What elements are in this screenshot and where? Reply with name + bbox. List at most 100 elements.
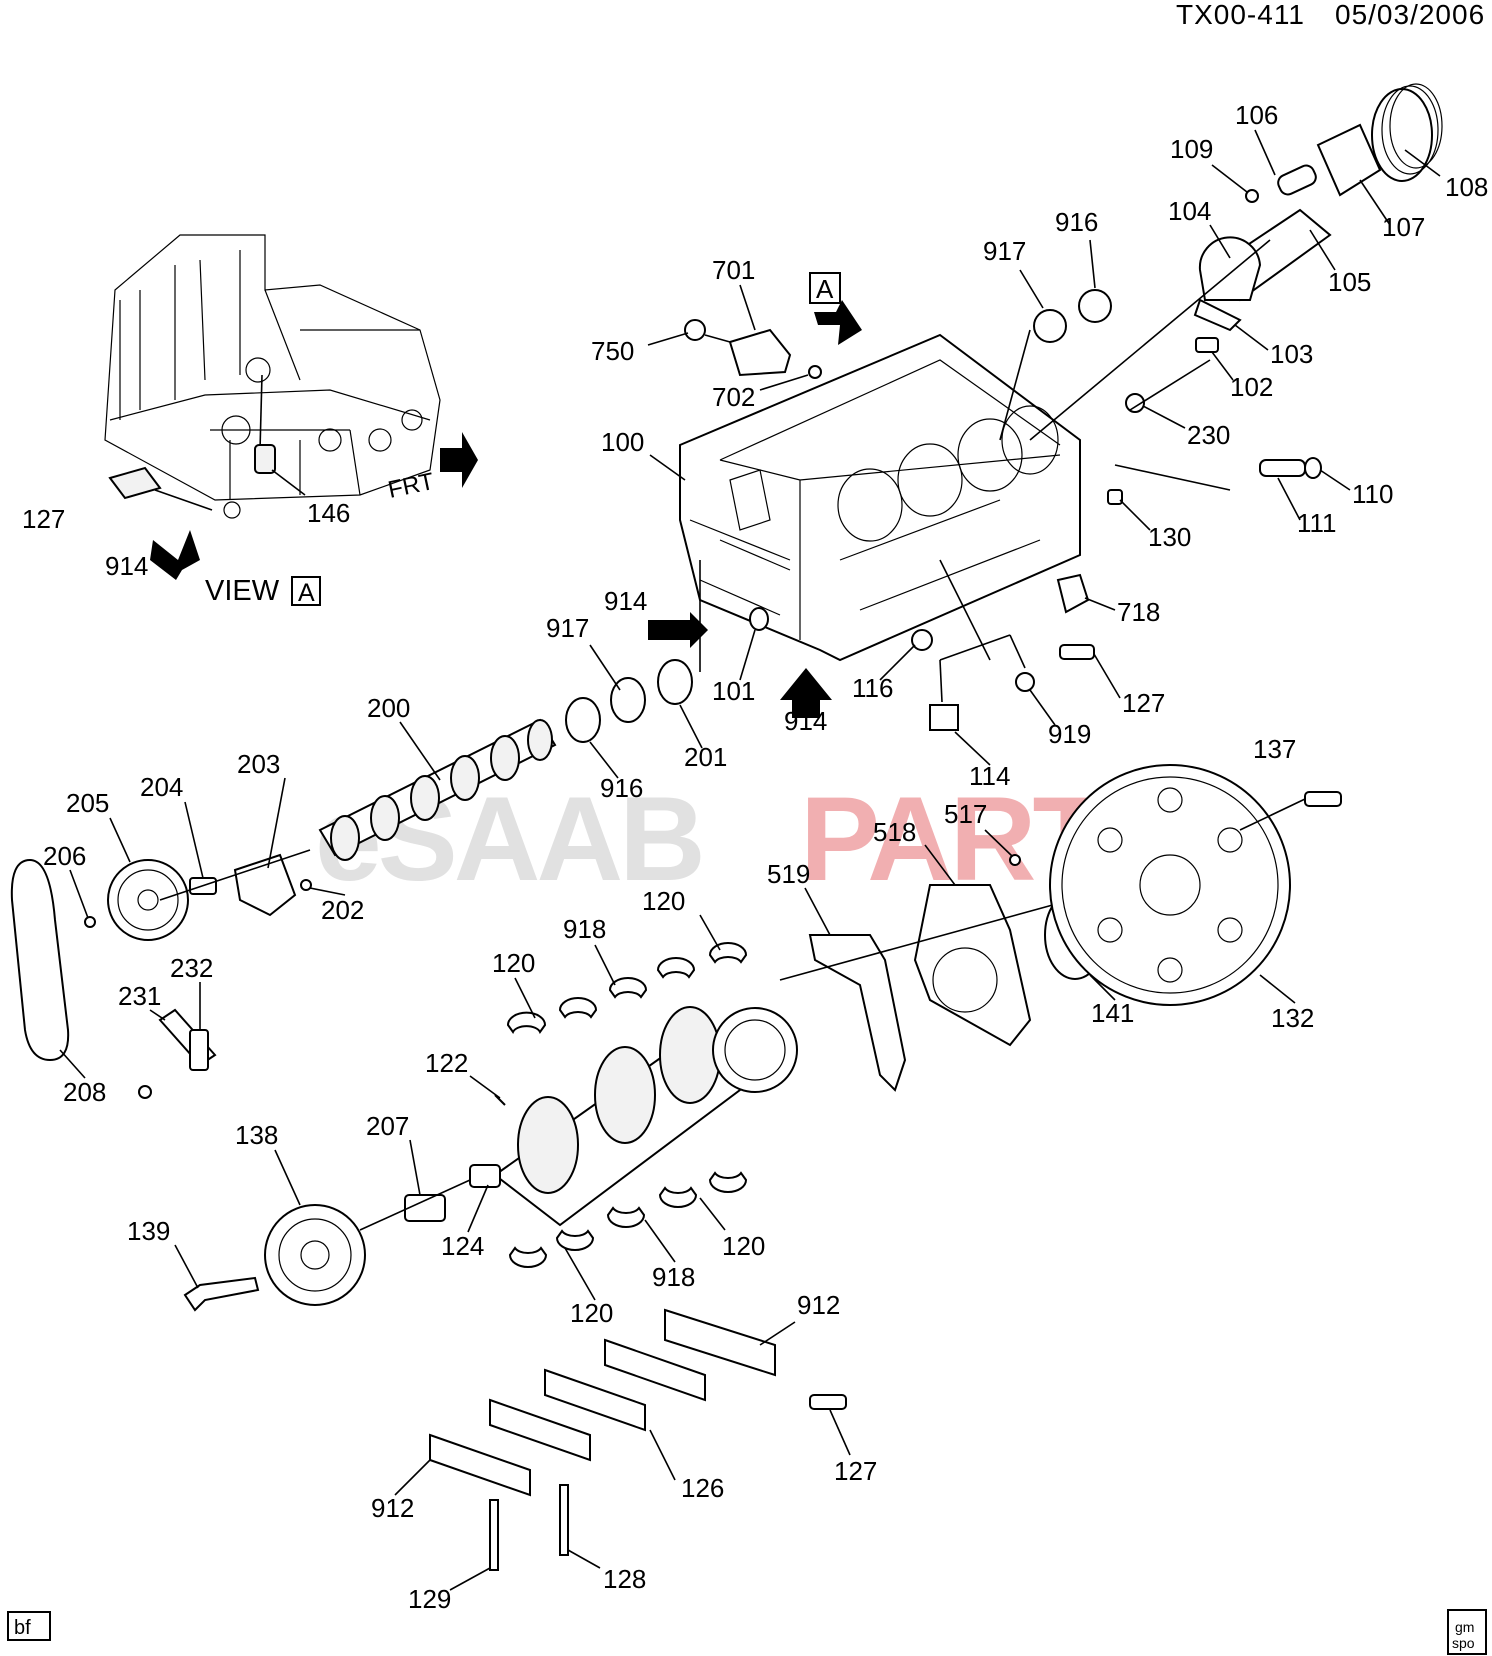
callout-102: 102 bbox=[1230, 372, 1273, 402]
diagram-date: 05/03/2006 bbox=[1335, 0, 1485, 30]
callout-111: 111 bbox=[1297, 508, 1337, 538]
part-702-seal bbox=[808, 365, 822, 379]
part-203-plate bbox=[233, 853, 297, 917]
part-146-plug bbox=[254, 444, 276, 474]
cap-5 bbox=[664, 1308, 776, 1377]
callout-120-a: 120 bbox=[642, 886, 685, 916]
part-202-pin bbox=[300, 879, 312, 891]
frt-arrow-view bbox=[440, 432, 478, 488]
callout-101: 101 bbox=[712, 676, 755, 706]
part-127-bolt bbox=[1059, 644, 1095, 660]
part-916-bearing bbox=[1078, 288, 1112, 324]
callout-916: 916 bbox=[1055, 207, 1098, 237]
callout-518: 518 bbox=[873, 817, 916, 847]
part-130-pin bbox=[1107, 489, 1123, 505]
callout-916-cam: 916 bbox=[600, 773, 643, 803]
initials-box bbox=[7, 1611, 51, 1641]
initials-text: bf bbox=[14, 1617, 31, 1639]
callout-201: 201 bbox=[684, 742, 727, 772]
part-518-housing bbox=[913, 884, 1032, 1047]
callout-130: 130 bbox=[1148, 522, 1191, 552]
part-919-plug bbox=[1015, 672, 1035, 692]
timing-components bbox=[10, 853, 312, 1099]
callout-114: 114 bbox=[969, 761, 1010, 791]
callout-107: 107 bbox=[1382, 212, 1425, 242]
arrow-914-view bbox=[150, 530, 200, 580]
callout-208: 208 bbox=[63, 1077, 106, 1107]
sensor-701 bbox=[684, 319, 822, 379]
callout-128: 128 bbox=[603, 1564, 646, 1594]
part-110-seal bbox=[1304, 457, 1322, 479]
callout-750: 750 bbox=[591, 336, 634, 366]
callout-207: 207 bbox=[366, 1111, 409, 1141]
arrow-view-a bbox=[814, 300, 862, 345]
part-519-gasket bbox=[808, 934, 907, 1092]
callout-124: 124 bbox=[441, 1231, 484, 1261]
callout-206: 206 bbox=[43, 841, 86, 871]
arrow-914-bottom bbox=[780, 668, 832, 718]
callout-120-b: 120 bbox=[492, 948, 535, 978]
callout-122: 122 bbox=[425, 1048, 468, 1078]
callout-116: 116 bbox=[852, 673, 893, 703]
callout-127-cap: 127 bbox=[834, 1456, 877, 1486]
flywheel-132 bbox=[1049, 764, 1342, 1006]
part-103-cap bbox=[1193, 298, 1242, 332]
leader-lines bbox=[59, 129, 1441, 1591]
part-128-stud bbox=[559, 1484, 569, 1556]
callout-517: 517 bbox=[944, 799, 987, 829]
callout-918-a: 918 bbox=[563, 914, 606, 944]
cam-bearings bbox=[565, 659, 693, 743]
part-232-guide bbox=[189, 1029, 209, 1071]
callout-917: 917 bbox=[983, 236, 1026, 266]
callout-104: 104 bbox=[1168, 196, 1211, 226]
callout-200: 200 bbox=[367, 693, 410, 723]
view-letter: A bbox=[298, 579, 315, 607]
callout-912-b: 912 bbox=[371, 1493, 414, 1523]
crankshaft-124 bbox=[469, 1006, 798, 1227]
part-208-chain bbox=[10, 858, 70, 1062]
callout-701: 701 bbox=[712, 255, 755, 285]
gm-spo-logo: gm spo bbox=[1447, 1609, 1487, 1655]
view-letter-box bbox=[291, 576, 321, 606]
callout-204: 204 bbox=[140, 772, 183, 802]
callout-103: 103 bbox=[1270, 339, 1313, 369]
callout-139: 139 bbox=[127, 1216, 170, 1246]
callout-914-bottom: 914 bbox=[784, 706, 827, 736]
callout-230: 230 bbox=[1187, 420, 1230, 450]
callout-109: 109 bbox=[1170, 134, 1213, 164]
callout-231: 231 bbox=[118, 981, 161, 1011]
part-102-bolt bbox=[1195, 337, 1219, 353]
logo-line-1: gm bbox=[1455, 1619, 1474, 1635]
callout-labels: 106 109 108 107 104 105 917 916 701 103 … bbox=[22, 100, 1488, 1614]
part-205-sprocket bbox=[107, 859, 189, 941]
part-517-bolt bbox=[1009, 854, 1021, 866]
part-111-plug bbox=[1259, 459, 1306, 477]
callout-146: 146 bbox=[307, 498, 350, 528]
cap-3 bbox=[544, 1368, 646, 1432]
callout-912-a: 912 bbox=[797, 1290, 840, 1320]
callout-917-cam: 917 bbox=[546, 613, 589, 643]
part-718-fitting bbox=[1056, 573, 1090, 614]
callout-129: 129 bbox=[408, 1584, 451, 1614]
part-917-bearing bbox=[1033, 308, 1067, 344]
callout-105: 105 bbox=[1328, 267, 1371, 297]
cap-2 bbox=[489, 1398, 591, 1462]
part-106-pin bbox=[1277, 164, 1317, 196]
part-201-cam-bearing bbox=[657, 659, 693, 705]
part-230-plug bbox=[1125, 393, 1145, 413]
arrow-914-block bbox=[648, 612, 708, 648]
callout-127-block: 127 bbox=[1122, 688, 1165, 718]
callout-110: 110 bbox=[1352, 479, 1393, 509]
part-206-bolt bbox=[84, 916, 96, 928]
part-109-clip bbox=[1245, 189, 1259, 203]
frt-marker-view: FRT bbox=[386, 468, 437, 504]
callout-232: 232 bbox=[170, 953, 213, 983]
part-127-cap-bolt bbox=[809, 1394, 847, 1410]
callout-718: 718 bbox=[1117, 597, 1160, 627]
view-a-callout-letter: A bbox=[816, 274, 834, 304]
engine-block bbox=[679, 333, 1081, 662]
callout-141: 141 bbox=[1091, 998, 1134, 1028]
logo-line-2: spo bbox=[1452, 1635, 1475, 1651]
view-a-inset bbox=[104, 234, 441, 519]
